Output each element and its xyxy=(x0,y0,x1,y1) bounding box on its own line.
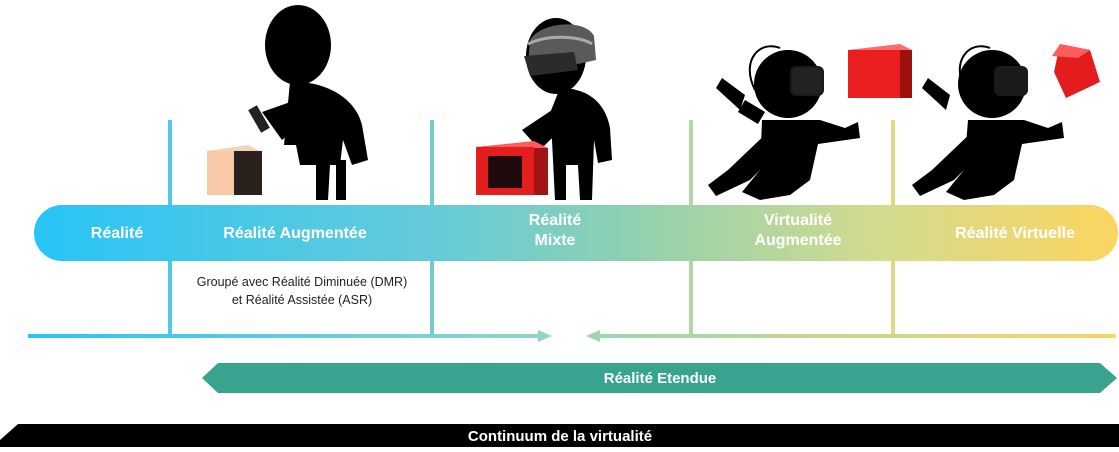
reality-arrow xyxy=(28,330,552,342)
red-cube xyxy=(476,141,548,195)
spectrum-bar xyxy=(34,205,1118,261)
vr-headset-icon xyxy=(792,68,822,94)
ar-note: Groupé avec Réalité Diminuée (DMR) et Ré… xyxy=(196,275,408,307)
extended-reality-band xyxy=(202,363,1117,393)
real-cube xyxy=(207,145,262,195)
label-virtual-reality: Réalité Virtuelle xyxy=(955,225,1075,242)
person-with-vr-headset-1 xyxy=(708,45,860,200)
label-continuum: Continuum de la virtualité xyxy=(467,428,653,445)
ar-headset-icon xyxy=(524,24,596,76)
label-reality: Réalité xyxy=(90,225,144,242)
continuum-band xyxy=(0,424,1119,447)
label-augmented-reality: Réalité Augmentée xyxy=(223,225,367,242)
label-extended-reality: Réalité Etendue xyxy=(603,370,717,387)
red-cube xyxy=(848,44,912,98)
person-with-tablet xyxy=(248,5,368,200)
virtuality-arrow xyxy=(586,330,1116,342)
red-cube-tilted xyxy=(1052,44,1100,98)
label-augmented-virtuality: Virtualité Augmentée xyxy=(754,212,842,249)
label-mixed-reality: Réalité Mixte xyxy=(528,212,582,249)
person-with-vr-headset-2 xyxy=(912,45,1064,200)
